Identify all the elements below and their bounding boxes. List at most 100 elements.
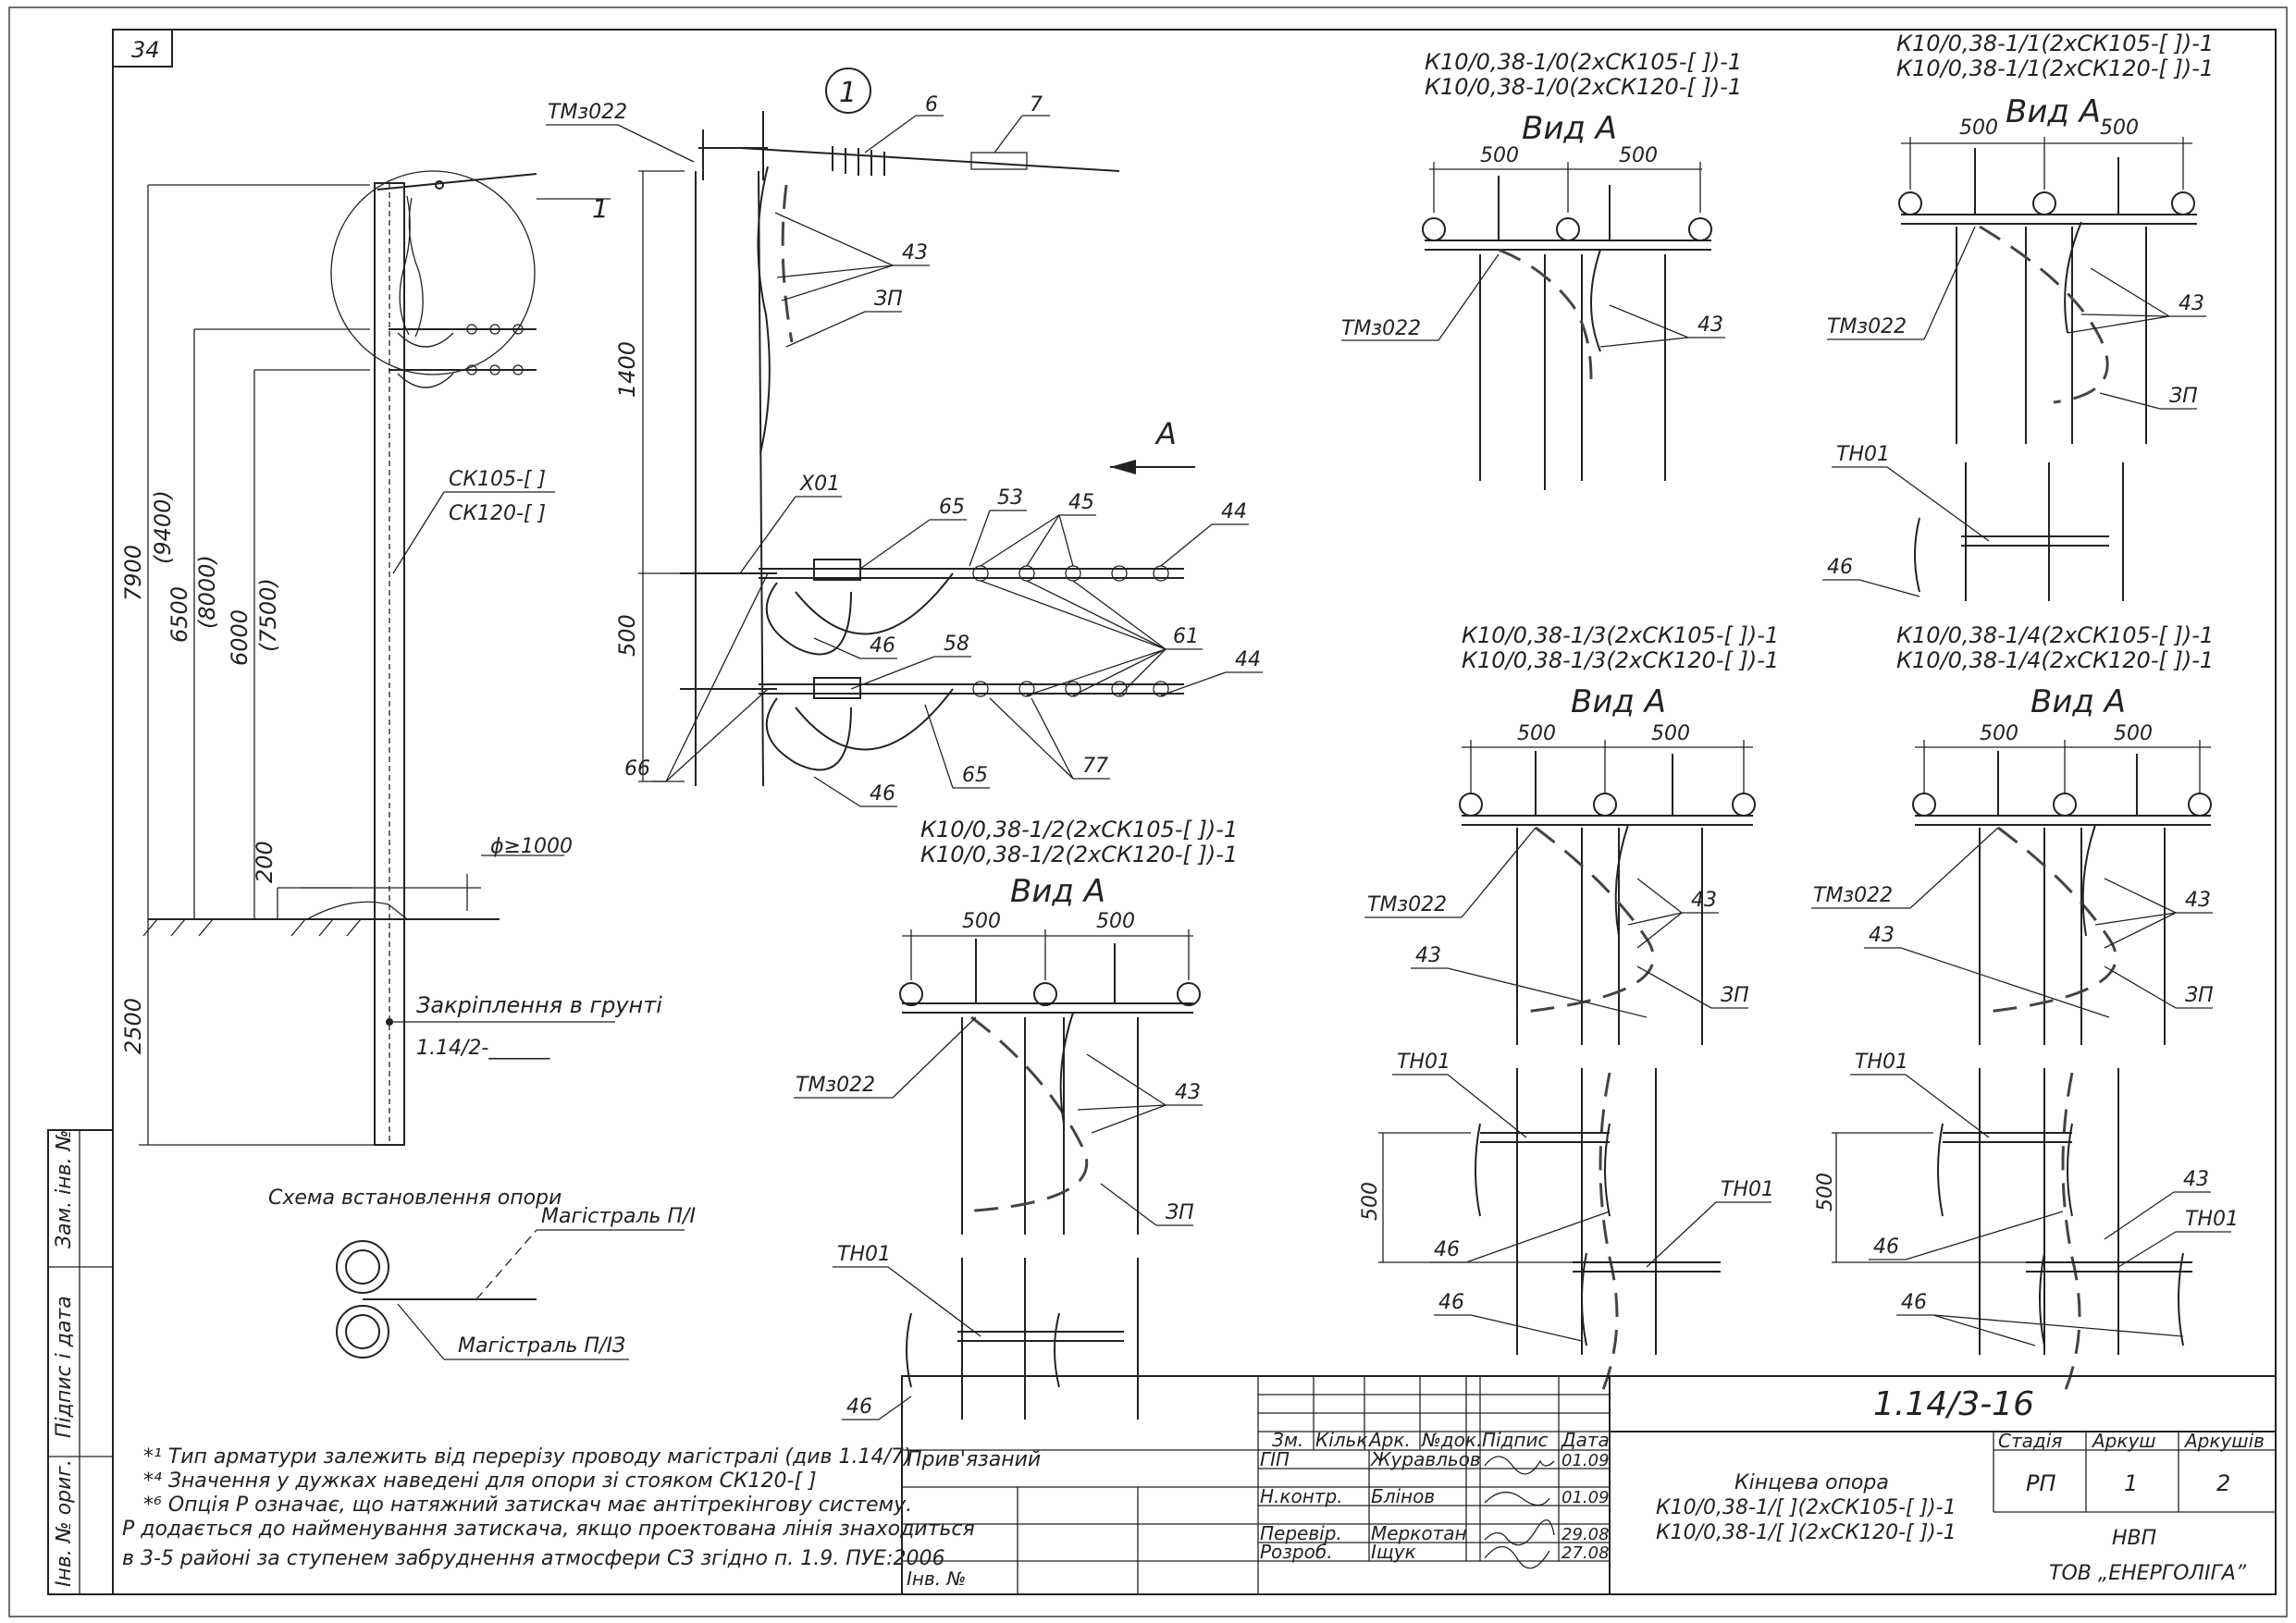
date-gip: 01.09 xyxy=(1562,1451,1610,1470)
title-line3: К10/0,38-1/[ ](2хСК120-[ ])-1 xyxy=(1656,1521,1957,1544)
view3-tm: ТМз022 xyxy=(1367,893,1447,916)
view4-th2: ТН01 xyxy=(2185,1208,2239,1231)
dim-7900: 7900 xyxy=(120,545,146,601)
view2-d1: 500 xyxy=(962,910,1001,933)
label-77: 77 xyxy=(1082,755,1108,778)
pole-label-sk120: СК120-[ ] xyxy=(449,502,546,525)
view3-46b: 46 xyxy=(1438,1291,1464,1314)
side-stamp-c: Інв. № ориг. xyxy=(53,1459,76,1587)
name-nkontr: Блінов xyxy=(1371,1485,1435,1507)
label-6: 6 xyxy=(925,93,938,117)
detail-ref: 1 xyxy=(592,193,609,224)
dim-6000: 6000 xyxy=(227,609,253,666)
view0-code2: К10/0,38-1/0(2хСК120-[ ])-1 xyxy=(1425,74,1742,100)
view2-tm: ТМз022 xyxy=(796,1074,875,1097)
dim-200: 200 xyxy=(252,841,278,883)
view1-46: 46 xyxy=(1827,556,1853,579)
pole-schematic: 1 7900 (9400) 6500 (8000) 6000 (7500) 20… xyxy=(120,170,662,1146)
sheets-value: 2 xyxy=(2216,1470,2230,1496)
hdr-pidpys: Підпис xyxy=(1482,1429,1549,1451)
view3-th: ТН01 xyxy=(1397,1051,1450,1074)
role-perevir: Перевір. xyxy=(1260,1522,1342,1544)
stage-header: Стадія xyxy=(1998,1430,2062,1452)
stage-value: РП xyxy=(2026,1470,2056,1496)
view0-title: Вид А xyxy=(1522,110,1617,147)
view4-code1: К10/0,38-1/4(2хСК105-[ ])-1 xyxy=(1896,622,2214,648)
view4-46b: 46 xyxy=(1901,1291,1927,1314)
outer-border xyxy=(8,6,2288,1617)
label-65-top: 65 xyxy=(939,496,965,519)
note-3: *⁶ Опція Р означає, що натяжний затискач… xyxy=(143,1494,912,1517)
pole-label-sk105: СК105-[ ] xyxy=(449,468,546,491)
install-line2: Магістраль П/ІЗ xyxy=(458,1334,625,1358)
view4-43c: 43 xyxy=(2183,1168,2209,1191)
view4-d1: 500 xyxy=(1980,722,2018,745)
sheet-header: Аркуш xyxy=(2091,1430,2156,1452)
signature-marks xyxy=(1484,1456,1555,1569)
view-a-3: К10/0,38-1/3(2хСК105-[ ])-1 К10/0,38-1/3… xyxy=(1359,622,1779,1397)
note-2: *⁴ Значення у дужках наведені для опори … xyxy=(143,1469,817,1493)
label-53: 53 xyxy=(997,486,1023,510)
dim-6500: 6500 xyxy=(167,586,192,643)
view1-th: ТН01 xyxy=(1836,443,1890,466)
label-58: 58 xyxy=(944,633,969,656)
dim-9400: (9400) xyxy=(150,490,176,564)
title-line2: К10/0,38-1/[ ](2хСК105-[ ])-1 xyxy=(1656,1496,1957,1519)
bound-label: Прив'язаний xyxy=(907,1448,1041,1471)
view0-43: 43 xyxy=(1697,314,1723,337)
view3-th2: ТН01 xyxy=(1721,1178,1774,1201)
hdr-zm: Зм. xyxy=(1272,1429,1303,1451)
dim-1400: 1400 xyxy=(614,341,640,398)
role-nkontr: Н.контр. xyxy=(1260,1485,1343,1507)
view2-title: Вид А xyxy=(1010,873,1105,910)
role-gip: ГІП xyxy=(1260,1448,1290,1470)
label-46-top: 46 xyxy=(870,634,895,658)
view2-th: ТН01 xyxy=(837,1243,891,1266)
install-scheme: Схема встановлення опори Магістраль П/І … xyxy=(268,1187,696,1360)
role-rozrob: Розроб. xyxy=(1260,1541,1333,1563)
label-tmz022-detail: ТМз022 xyxy=(548,101,627,124)
view0-d2: 500 xyxy=(1619,144,1658,167)
hdr-data: Дата xyxy=(1561,1429,1610,1451)
view2-code1: К10/0,38-1/2(2хСК105-[ ])-1 xyxy=(920,817,1238,842)
sheet-number-box xyxy=(112,29,173,68)
side-stamp: Зам. інв. № Підпис і дата Інв. № ориг. xyxy=(47,1129,114,1595)
label-zp-detail: ЗП xyxy=(874,288,903,311)
view1-d1: 500 xyxy=(1959,117,1998,140)
view1-zp: ЗП xyxy=(2169,385,2198,408)
view-arrow-label: А xyxy=(1154,416,1177,451)
hdr-ark: Арк. xyxy=(1367,1429,1411,1451)
view1-d2: 500 xyxy=(2100,117,2139,140)
hdr-kilk: Кільк. xyxy=(1315,1429,1374,1451)
name-rozrob: Іщук xyxy=(1371,1541,1416,1563)
view2-43: 43 xyxy=(1175,1081,1201,1104)
ground-ref: 1.14/2-______ xyxy=(416,1037,550,1060)
date-rozrob: 27.08 xyxy=(1562,1543,1610,1563)
view3-d500: 500 xyxy=(1359,1182,1382,1221)
detail-circle xyxy=(330,170,536,375)
date-nkontr: 01.09 xyxy=(1562,1488,1610,1507)
label-44-top: 44 xyxy=(1221,500,1247,523)
hdr-ndok: №док. xyxy=(1421,1429,1482,1451)
view1-title: Вид А xyxy=(2006,93,2101,130)
view2-d2: 500 xyxy=(1096,910,1135,933)
diameter-label: ϕ≥1000 xyxy=(490,835,573,858)
view-a-2: К10/0,38-1/2(2хСК105-[ ])-1 К10/0,38-1/2… xyxy=(794,817,1238,1420)
dim-2500: 2500 xyxy=(120,998,146,1054)
view1-code2: К10/0,38-1/1(2хСК120-[ ])-1 xyxy=(1896,55,2214,81)
view2-zp: ЗП xyxy=(1166,1201,1194,1224)
view4-46: 46 xyxy=(1873,1236,1899,1259)
view3-d1: 500 xyxy=(1517,722,1556,745)
note-4: Р додається до найменування затискача, я… xyxy=(122,1518,975,1541)
view-a-0: К10/0,38-1/0(2хСК105-[ ])-1 К10/0,38-1/0… xyxy=(1341,49,1742,490)
view4-tm: ТМз022 xyxy=(1813,884,1893,907)
view3-43b: 43 xyxy=(1415,944,1441,967)
label-45: 45 xyxy=(1068,491,1094,514)
inner-frame xyxy=(112,29,2277,1595)
view0-code1: К10/0,38-1/0(2хСК105-[ ])-1 xyxy=(1425,49,1742,75)
org-line2: ТОВ „ЕНЕРГОЛІГА” xyxy=(2049,1562,2247,1585)
label-x01: Х01 xyxy=(799,473,840,496)
notes: *¹ Тип арматури залежить від перерізу пр… xyxy=(122,1445,975,1570)
view3-title: Вид А xyxy=(1571,683,1666,720)
